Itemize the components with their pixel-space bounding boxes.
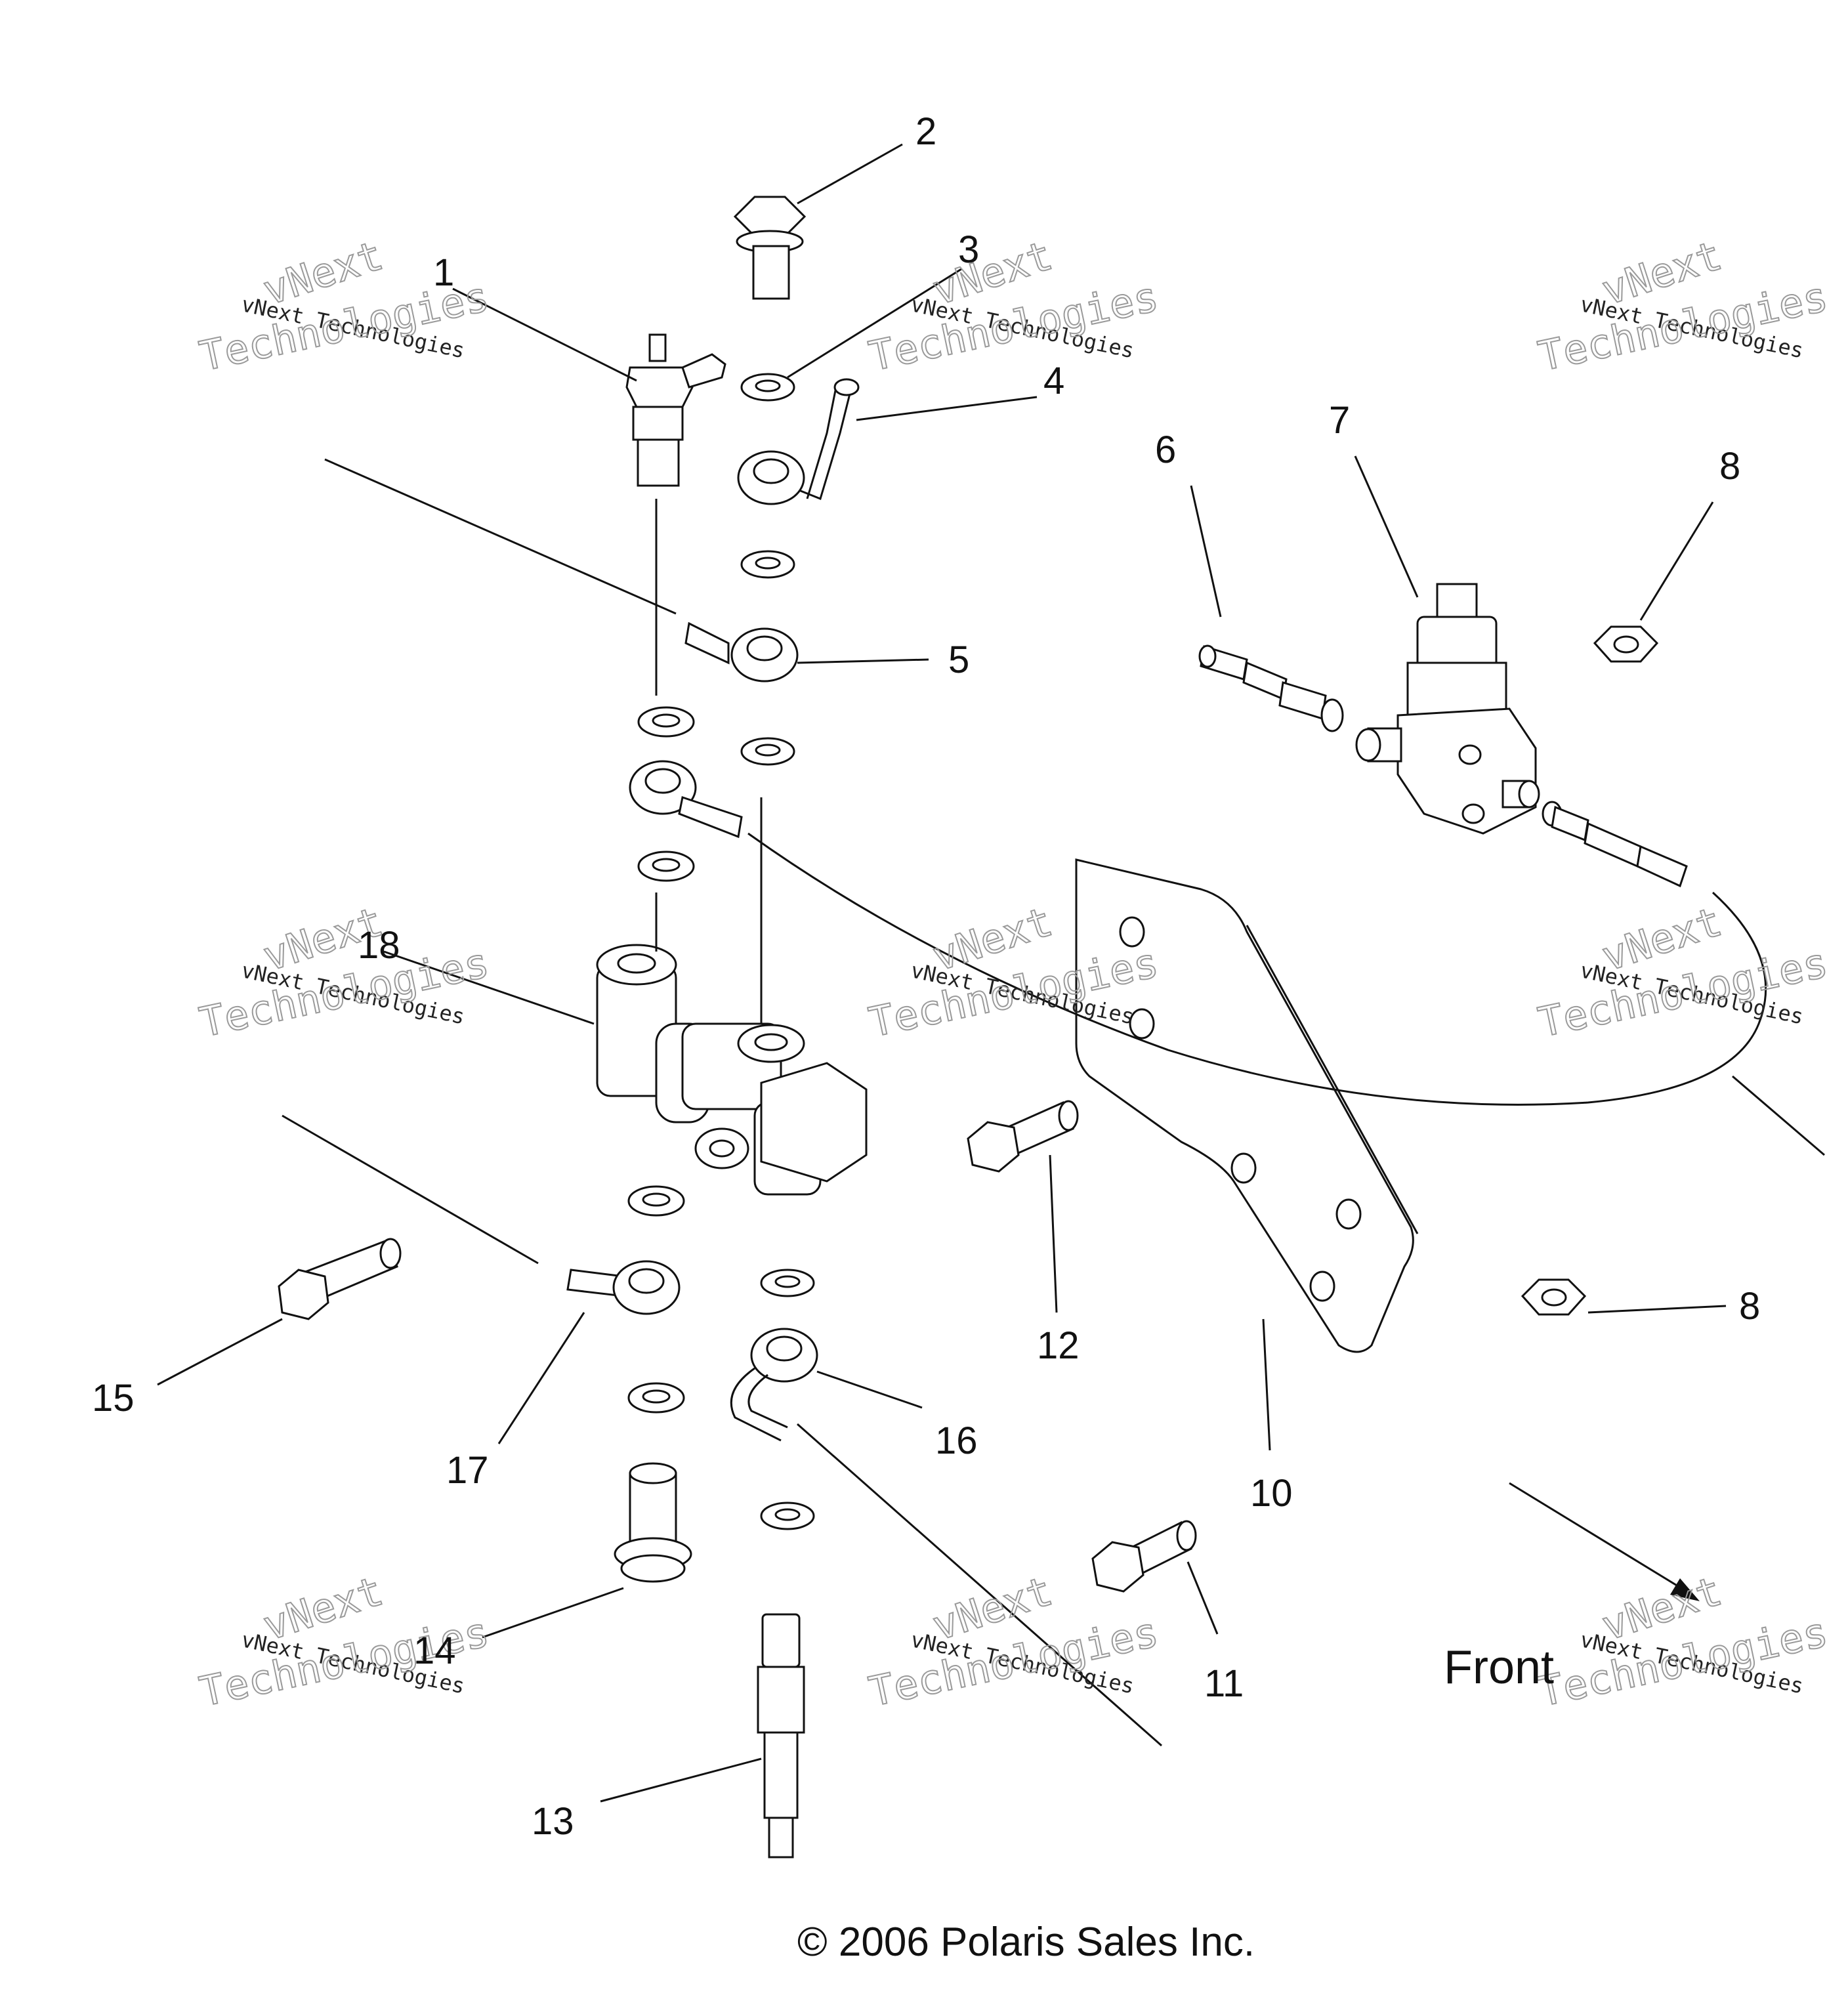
assembly-lines: [282, 458, 1825, 1747]
part-11-bolt: [1091, 1520, 1197, 1593]
front-label: Front: [1444, 1641, 1554, 1694]
callout-11: 11: [1204, 1662, 1244, 1705]
part-4-banjo-line: [737, 378, 860, 505]
banjo-left-upper: [629, 760, 743, 839]
callout-1: 1: [433, 251, 454, 294]
part-8-nut-upper: [1593, 625, 1659, 663]
washer-stack-right: [740, 373, 815, 1530]
callout-4: 4: [1043, 360, 1064, 402]
part-8-nut-lower: [1521, 1278, 1587, 1316]
copyright-notice: © 2006 Polaris Sales Inc.: [797, 1920, 1255, 1965]
callout-15: 15: [92, 1377, 135, 1419]
part-16-banjo-line: [730, 1328, 818, 1442]
part-5-banjo-fitting: [684, 621, 799, 682]
brake-line: [747, 832, 1767, 1106]
watermark: vNext vNext Technologies Technologies vN…: [195, 230, 1832, 1717]
part-10-bracket: [1075, 858, 1419, 1353]
leader-lines: [157, 143, 1727, 1803]
callout-13: 13: [532, 1800, 574, 1843]
part-2-banjo-bolt: [733, 196, 807, 300]
part-14-banjo-bolt: [614, 1462, 692, 1583]
part-13-stud: [757, 1613, 805, 1858]
callout-17: 17: [446, 1449, 489, 1492]
part-12-bolt: [967, 1100, 1079, 1173]
callout-14: 14: [413, 1629, 456, 1672]
brake-line-fitting: [1542, 801, 1688, 888]
callout-7: 7: [1329, 399, 1350, 442]
callout-12: 12: [1037, 1324, 1080, 1367]
callout-3: 3: [958, 228, 979, 271]
washer-stack-left: [627, 706, 695, 1414]
part-15-bolt: [278, 1238, 402, 1320]
part-7-valve: [1355, 583, 1540, 835]
part-17-banjo-fitting: [566, 1260, 681, 1315]
callout-10: 10: [1250, 1472, 1293, 1515]
callout-2: 2: [915, 110, 936, 153]
callout-16: 16: [935, 1419, 978, 1462]
part-6-fitting: [1198, 644, 1344, 732]
callout-8-lower: 8: [1739, 1285, 1760, 1328]
callout-18: 18: [358, 924, 400, 967]
callout-6: 6: [1155, 429, 1176, 471]
callouts: 2 1 3 4 5 6 7 8 8 10 11 12 13 14 15 16 1…: [92, 110, 1760, 1843]
front-arrow: [1509, 1482, 1700, 1601]
callout-8-upper: 8: [1719, 445, 1740, 488]
part-1-sensor: [625, 333, 726, 487]
part-18-valve-block: [596, 944, 868, 1196]
callout-5: 5: [948, 639, 969, 681]
